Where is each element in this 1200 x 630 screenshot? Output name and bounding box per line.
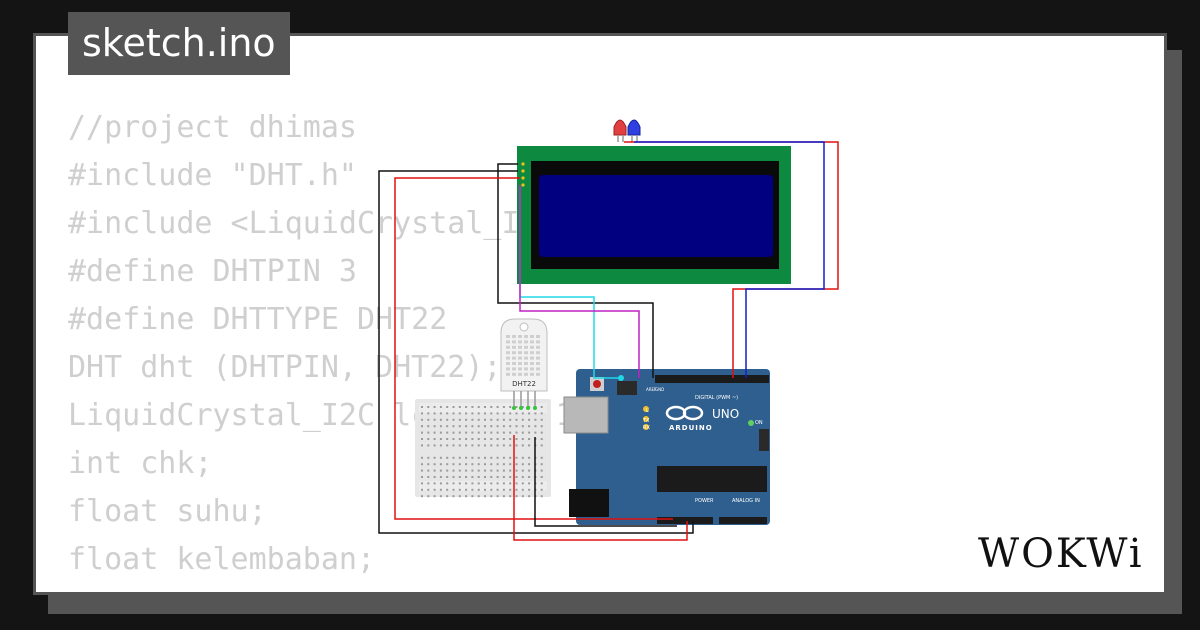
analog-header-label: ANALOG IN [732,498,760,504]
aref-pin-label: AREF [646,387,657,392]
red-led[interactable] [613,119,627,142]
preview-card: //project dhimas#include "DHT.h"#include… [33,33,1167,595]
arduino-model-label: UNO [712,407,739,421]
wire-dht-gnd[interactable] [534,437,677,527]
code-line: float suhu; [68,494,267,529]
code-line: int chk; [68,446,213,481]
wire-dht-data[interactable] [513,435,688,541]
wire-lcd-gnd[interactable] [497,163,654,378]
filename-tag: sketch.ino [68,12,290,75]
wire-blue-led[interactable] [634,141,825,378]
arduino-uno[interactable]: UNO ARDUINO DIGITAL (PWM ~) POWER ANALOG… [563,369,770,525]
code-line: //project dhimas [68,110,357,145]
dht22-label: DHT22 [512,380,536,388]
breadboard[interactable] [415,399,551,498]
tx-label: TX [642,418,650,424]
power-header-label: POWER [695,498,714,504]
code-line: #define DHTPIN 3 [68,254,357,289]
code-line: #include "DHT.h" [68,158,357,193]
code-line: DHT dht (DHTPIN, DHT22); [68,350,502,385]
gnd-pin-label: GND [655,387,664,392]
on-led-label: ON [755,420,763,426]
lcd-display[interactable] [517,146,791,284]
dht22-sensor[interactable]: DHT22 [500,318,548,410]
wire-lcd-magenta[interactable] [519,185,640,378]
code-line: float kelembaban; [68,542,376,577]
wokwi-logo-text: WOKWi [978,531,1144,577]
l-led-label: L [646,408,649,414]
wire-lcd-vcc[interactable] [378,170,694,534]
circuit-diagram[interactable]: DHT22 [36,36,1164,592]
arduino-brand-label: ARDUINO [669,424,713,432]
digital-header-label: DIGITAL (PWM ~) [695,395,738,401]
wokwi-logo: WOKWi [978,531,1144,577]
rx-label: RX [643,425,650,431]
code-line: void setup(){ [68,584,664,592]
code-line: #define DHTTYPE DHT22 [68,302,448,337]
wire-lcd-sda[interactable] [394,177,673,520]
blue-led[interactable] [627,119,641,142]
